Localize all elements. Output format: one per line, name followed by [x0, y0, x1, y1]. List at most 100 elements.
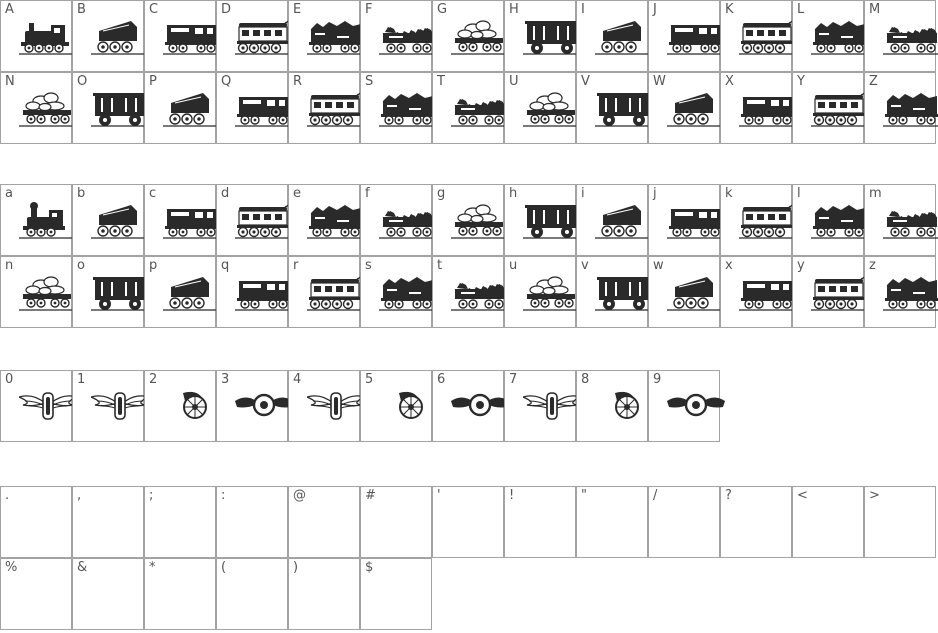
glyph-cell: 0	[0, 370, 77, 442]
glyph-cell: 2	[144, 370, 216, 442]
glyph-label: E	[293, 2, 302, 17]
glyph-label: q	[221, 258, 230, 273]
glyph-cell: P	[144, 72, 221, 144]
glyph-cell: U	[504, 72, 581, 144]
glyph-cell: 8	[576, 370, 648, 442]
glyph-label: i	[581, 186, 585, 201]
coal-wagon-icon	[883, 273, 938, 313]
glyph-cell: r	[288, 256, 365, 328]
flat-wagon-icon	[451, 89, 509, 129]
glyph-cell: Y	[792, 72, 869, 144]
winged-wheel-front-icon	[307, 387, 365, 427]
glyph-label: ;	[149, 488, 154, 503]
tender-car-icon	[667, 89, 725, 129]
glyph-cell: 5	[360, 370, 432, 442]
glyph-cell: L	[792, 0, 869, 72]
box-car-icon	[523, 201, 581, 241]
glyph-cell: !	[504, 486, 576, 558]
box-car-icon	[595, 273, 653, 313]
glyph-label: t	[437, 258, 443, 273]
winged-wheel-front-icon	[91, 387, 149, 427]
winged-wheel-side-icon	[595, 387, 653, 427]
coal-wagon-icon	[811, 201, 869, 241]
glyph-label: )	[293, 560, 299, 575]
glyph-label: 0	[5, 372, 14, 387]
glyph-label: $	[365, 560, 374, 575]
glyph-label: U	[509, 74, 519, 89]
coal-wagon-icon	[811, 17, 869, 57]
glyph-cell: b	[72, 184, 149, 256]
glyph-label: o	[77, 258, 85, 273]
glyph-cell: c	[144, 184, 221, 256]
glyph-cell: q	[216, 256, 293, 328]
glyph-cell: @	[288, 486, 360, 558]
flat-wagon-icon	[379, 201, 437, 241]
rock-wagon-icon	[451, 17, 509, 57]
box-car-icon	[595, 89, 653, 129]
coal-wagon-icon	[379, 273, 437, 313]
glyph-label: n	[5, 258, 14, 273]
winged-wheel-dark-icon	[235, 387, 293, 427]
glyph-label: r	[293, 258, 299, 273]
rock-wagon-icon	[523, 89, 581, 129]
glyph-label: @	[293, 488, 306, 503]
mail-car-icon	[667, 201, 725, 241]
glyph-label: 9	[653, 372, 662, 387]
coal-wagon-icon	[883, 89, 938, 129]
glyph-label: H	[509, 2, 519, 17]
glyph-cell: C	[144, 0, 221, 72]
glyph-cell: X	[720, 72, 797, 144]
glyph-cell: )	[288, 558, 360, 630]
glyph-cell: 7	[504, 370, 581, 442]
passenger-car-icon	[811, 89, 869, 129]
glyph-label: :	[221, 488, 226, 503]
glyph-cell: i	[576, 184, 653, 256]
glyph-label: A	[5, 2, 14, 17]
glyph-label: 2	[149, 372, 158, 387]
mail-car-icon	[739, 89, 797, 129]
mail-car-icon	[667, 17, 725, 57]
flat-wagon-icon	[379, 17, 437, 57]
glyph-cell: :	[216, 486, 288, 558]
glyph-label: &	[77, 560, 88, 575]
glyph-label: e	[293, 186, 301, 201]
glyph-cell: w	[648, 256, 725, 328]
glyph-cell: Z	[864, 72, 938, 144]
mail-car-icon	[163, 201, 221, 241]
passenger-car-icon	[307, 273, 365, 313]
glyph-cell: e	[288, 184, 365, 256]
glyph-cell: a	[0, 184, 77, 256]
glyph-cell: 1	[72, 370, 149, 442]
glyph-cell: E	[288, 0, 365, 72]
glyph-cell: B	[72, 0, 149, 72]
rock-wagon-icon	[451, 201, 509, 241]
glyph-label: j	[653, 186, 657, 201]
glyph-label: 4	[293, 372, 302, 387]
tender-car-icon	[91, 17, 149, 57]
glyph-cell: I	[576, 0, 653, 72]
glyph-cell: %	[0, 558, 72, 630]
glyph-cell: ,	[72, 486, 144, 558]
passenger-car-icon	[739, 17, 797, 57]
glyph-cell: g	[432, 184, 509, 256]
rock-wagon-icon	[19, 89, 77, 129]
glyph-label: a	[5, 186, 13, 201]
glyph-label: !	[509, 488, 515, 503]
glyph-cell: W	[648, 72, 725, 144]
glyph-cell: *	[144, 558, 216, 630]
glyph-label: z	[869, 258, 876, 273]
glyph-label: b	[77, 186, 86, 201]
glyph-cell: n	[0, 256, 77, 328]
tender-car-icon	[163, 89, 221, 129]
glyph-cell: G	[432, 0, 509, 72]
glyph-label: N	[5, 74, 15, 89]
glyph-label: v	[581, 258, 589, 273]
glyph-label: d	[221, 186, 230, 201]
passenger-car-icon	[235, 201, 293, 241]
glyph-cell: k	[720, 184, 797, 256]
rock-wagon-icon	[19, 273, 77, 313]
glyph-label: Y	[797, 74, 805, 89]
winged-wheel-dark-icon	[451, 387, 509, 427]
glyph-label: ,	[77, 488, 82, 503]
mail-car-icon	[235, 89, 293, 129]
